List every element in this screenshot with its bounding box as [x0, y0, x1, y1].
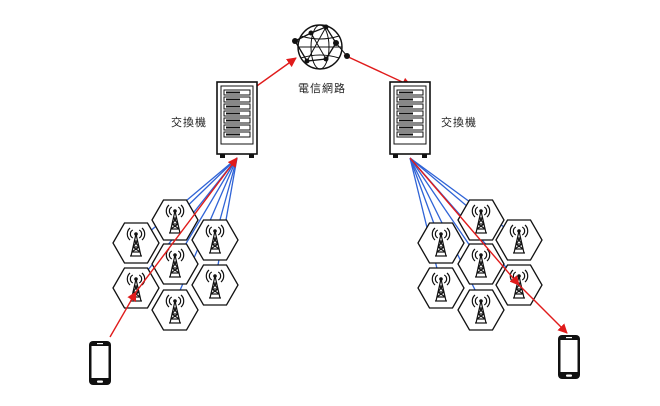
left-cell-cluster [112, 199, 239, 331]
cell-tower-icon [457, 243, 505, 285]
cell-tower-icon [151, 289, 199, 331]
cell-tower-icon [457, 289, 505, 331]
cell-tower-icon [151, 243, 199, 285]
cell-tower-icon [191, 219, 239, 261]
left-switch-label: 交換機 [171, 116, 207, 129]
cell-tower-icon [457, 199, 505, 241]
signal-cell-to-phone [518, 284, 568, 334]
cell-tower-icon [112, 267, 160, 309]
network-label: 電信網路 [298, 82, 346, 95]
sender-smartphone-icon [89, 341, 111, 385]
signal-network-to-switch [343, 54, 412, 87]
right-switch-label: 交換機 [441, 116, 477, 129]
left-switch-server-icon [216, 81, 258, 159]
signal-cell-to-switch [135, 157, 238, 293]
cell-tower-icon [417, 267, 465, 309]
cell-tower-icon [417, 222, 465, 264]
signal-phone-to-cell [109, 291, 137, 338]
signal-switch-to-network [253, 57, 297, 89]
right-switch-server-icon [389, 81, 431, 159]
cell-tower-icon [191, 264, 239, 306]
globe-network-icon [292, 24, 350, 70]
receiver-smartphone-icon [558, 335, 580, 379]
signal-switch-to-cell [409, 157, 520, 286]
signal-path [109, 54, 568, 338]
